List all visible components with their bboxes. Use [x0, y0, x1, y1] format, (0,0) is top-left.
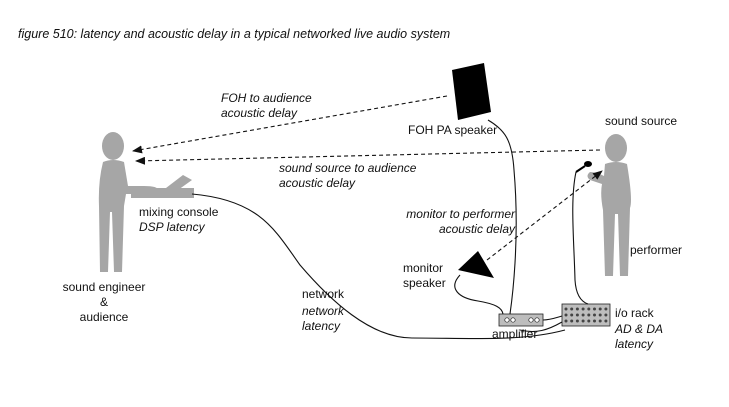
foh-audience-delay-label: FOH to audience acoustic delay	[221, 91, 312, 121]
cables	[191, 119, 589, 340]
rack-connector-dot	[575, 307, 579, 311]
network-latency-line-1: network	[302, 304, 345, 318]
network-cable	[191, 193, 566, 340]
source-audience-delay-label: sound source to audience acoustic delay	[279, 161, 416, 191]
io-rack-unit	[561, 303, 611, 327]
rack-connector-dot	[587, 307, 591, 311]
sound-engineer-line-3: audience	[79, 310, 129, 324]
source-audience-delay-line-2: acoustic delay	[279, 176, 356, 190]
performer-label: performer	[630, 243, 683, 257]
monitor-speaker-line-1: monitor	[403, 261, 444, 275]
rack-connector-dot	[570, 313, 574, 317]
rack-connector-dot	[575, 313, 579, 317]
rack-connector-dot	[593, 319, 596, 323]
monitor-speaker-label: monitor speaker	[403, 261, 446, 291]
amplifier-label: amplifier	[492, 327, 538, 341]
mixing-console-shape	[131, 175, 194, 198]
mixing-console-label: mixing console	[139, 205, 219, 219]
monitor-speaker-line-2: speaker	[403, 276, 446, 290]
source-audience-delay-line-1: sound source to audience	[279, 161, 417, 175]
rack-connector-dot	[581, 307, 585, 311]
foh-pa-speaker	[452, 63, 491, 120]
amp-to-rack-cable	[542, 315, 563, 321]
ad-da-latency-line-2: latency	[615, 337, 654, 351]
network-label: network	[302, 287, 345, 301]
io-rack-label: i/o rack	[615, 306, 654, 320]
sound-engineer-label: sound engineer & audience	[52, 280, 156, 325]
performer-figure	[587, 134, 631, 276]
rack-connector-dot	[564, 307, 568, 311]
mic-cable	[572, 171, 589, 305]
amplifier-unit	[498, 313, 544, 327]
rack-connector-dot	[564, 313, 568, 317]
rack-connector-dot	[598, 313, 602, 317]
rack-connector-dot	[587, 319, 591, 323]
monitor-performer-delay-line-1: monitor to performer	[406, 207, 515, 221]
network-latency-label: network latency	[302, 304, 344, 334]
monitor-performer-delay-label: monitor to performer acoustic delay	[397, 207, 515, 237]
monitor-to-performer-arrow	[486, 170, 603, 261]
rack-connector-dot	[598, 307, 602, 311]
rack-connector-dot	[581, 319, 585, 323]
rack-connector-dot	[604, 319, 608, 323]
foh-speaker-label: FOH PA speaker	[408, 123, 498, 137]
sound-engineer-line-1: sound engineer	[62, 280, 146, 294]
rack-connector-dot	[593, 313, 596, 317]
dsp-latency-label: DSP latency	[139, 220, 205, 234]
network-latency-line-2: latency	[302, 319, 341, 333]
sound-engineer-line-2: &	[99, 295, 108, 309]
ad-da-latency-line-1: AD & DA	[615, 322, 664, 336]
foh-audience-delay-line-1: FOH to audience	[221, 91, 312, 105]
rack-connector-dot	[593, 307, 596, 311]
rack-connector-dot	[604, 313, 608, 317]
rack-connector-dot	[581, 313, 585, 317]
foh-audience-delay-line-2: acoustic delay	[221, 106, 298, 120]
rack-connector-dot	[604, 307, 608, 311]
rack-to-amp-cable	[519, 321, 563, 333]
source-to-audience-arrow	[135, 149, 601, 165]
rack-connector-dot	[564, 319, 568, 323]
monitor-speaker	[458, 251, 494, 278]
rack-connector-dot	[598, 319, 602, 323]
rack-connector-dot	[570, 319, 574, 323]
monitor-performer-delay-line-2: acoustic delay	[438, 222, 515, 236]
sound-engineer-figure	[98, 132, 158, 272]
rack-connector-dot	[575, 319, 579, 323]
figure-title: figure 510: latency and acoustic delay i…	[18, 27, 451, 41]
monitor-speaker-cable	[454, 274, 504, 315]
foh-speaker-cable	[487, 119, 517, 315]
rack-connector-dot	[570, 307, 574, 311]
sound-source-label: sound source	[605, 114, 678, 128]
ad-da-latency-label: AD & DA latency	[615, 322, 663, 352]
microphone-shape	[575, 161, 592, 173]
rack-connector-dot	[587, 313, 591, 317]
